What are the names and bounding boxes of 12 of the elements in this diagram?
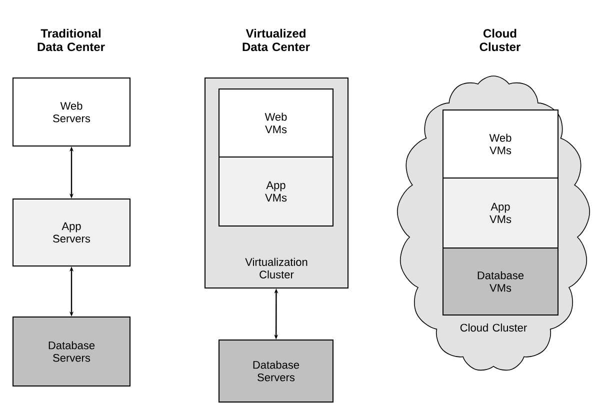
column-heading: Traditional Data Center	[38, 28, 105, 52]
server-box: App Servers	[12, 198, 130, 266]
server-box: Database Servers	[218, 339, 334, 402]
column-heading: Cloud Cluster	[480, 28, 520, 52]
server-box: Web Servers	[12, 78, 130, 146]
column-heading: Virtualized Data Center	[242, 28, 310, 52]
server-box: Web VMs	[218, 88, 334, 158]
server-box: App VMs	[218, 156, 334, 226]
server-box: Database Servers	[12, 316, 130, 386]
server-box: Database VMs	[442, 247, 558, 316]
server-box: Web VMs	[442, 110, 558, 178]
server-box: App VMs	[442, 178, 558, 248]
